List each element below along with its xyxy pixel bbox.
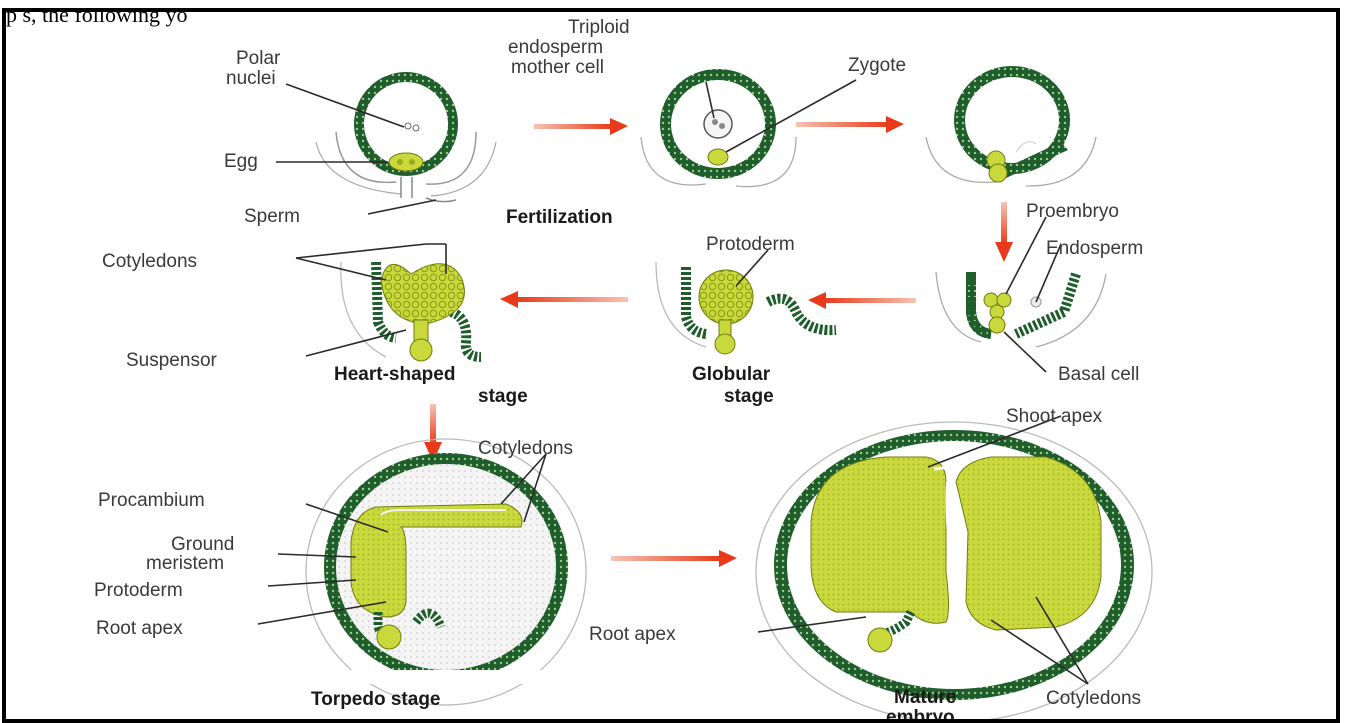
label-heart-2: stage — [478, 386, 528, 407]
label-procambium: Procambium — [98, 490, 205, 511]
label-protoderm-top: Protoderm — [706, 234, 795, 255]
ovule-zygote-division — [926, 66, 1096, 186]
label-endosperm: Endosperm — [1046, 238, 1143, 259]
arrow-3-down — [995, 202, 1013, 262]
label-cotyledons-bottom: Cotyledons — [1046, 688, 1141, 709]
arrow-5 — [500, 291, 628, 308]
label-egg: Egg — [224, 151, 258, 172]
label-polar-nuclei-1: Polar — [236, 48, 281, 69]
label-suspensor: Suspensor — [126, 350, 218, 371]
label-proembryo: Proembryo — [1026, 201, 1119, 222]
label-shoot-apex: Shoot apex — [1006, 406, 1103, 427]
label-cotyledons-top: Cotyledons — [102, 251, 197, 272]
cropped-heading-text: p s, the following yo — [6, 8, 188, 28]
diagram-frame: p s, the following yo — [2, 8, 1340, 723]
label-mature-2: embryo — [886, 707, 955, 719]
label-triploid-1: Triploid — [568, 17, 630, 38]
label-polar-nuclei-2: nuclei — [226, 68, 276, 89]
label-root-apex-left: Root apex — [96, 618, 183, 639]
label-mature-1: Mature — [894, 687, 956, 708]
embryo-development-diagram: Polar nuclei Egg Sperm Triploid endosper… — [6, 12, 1336, 719]
label-heart-1: Heart-shaped — [334, 364, 455, 385]
mature-embryo — [756, 422, 1152, 719]
arrow-4 — [808, 292, 916, 309]
arrow-7 — [611, 550, 737, 567]
label-triploid-2: endosperm — [508, 37, 603, 58]
label-fertilization: Fertilization — [506, 207, 613, 228]
label-cotyledons-mid: Cotyledons — [478, 438, 573, 459]
label-sperm: Sperm — [244, 206, 300, 227]
arrow-1 — [534, 118, 628, 135]
label-protoderm-bottom: Protoderm — [94, 580, 183, 601]
heart-stage — [341, 262, 481, 361]
ovule-fertilization — [316, 72, 496, 202]
proembryo-stage — [936, 272, 1106, 347]
label-ground-meristem-1: Ground — [171, 534, 234, 555]
label-triploid-3: mother cell — [511, 57, 604, 78]
label-globular-2: stage — [724, 386, 774, 407]
label-ground-meristem-2: meristem — [146, 553, 224, 574]
label-torpedo: Torpedo stage — [311, 689, 441, 710]
label-globular-1: Globular — [692, 364, 771, 385]
label-root-apex-right: Root apex — [589, 624, 676, 645]
arrow-2 — [796, 116, 904, 133]
torpedo-stage — [306, 439, 586, 705]
label-basal-cell: Basal cell — [1058, 364, 1139, 385]
label-zygote: Zygote — [848, 55, 906, 76]
ovule-zygote — [641, 69, 796, 187]
